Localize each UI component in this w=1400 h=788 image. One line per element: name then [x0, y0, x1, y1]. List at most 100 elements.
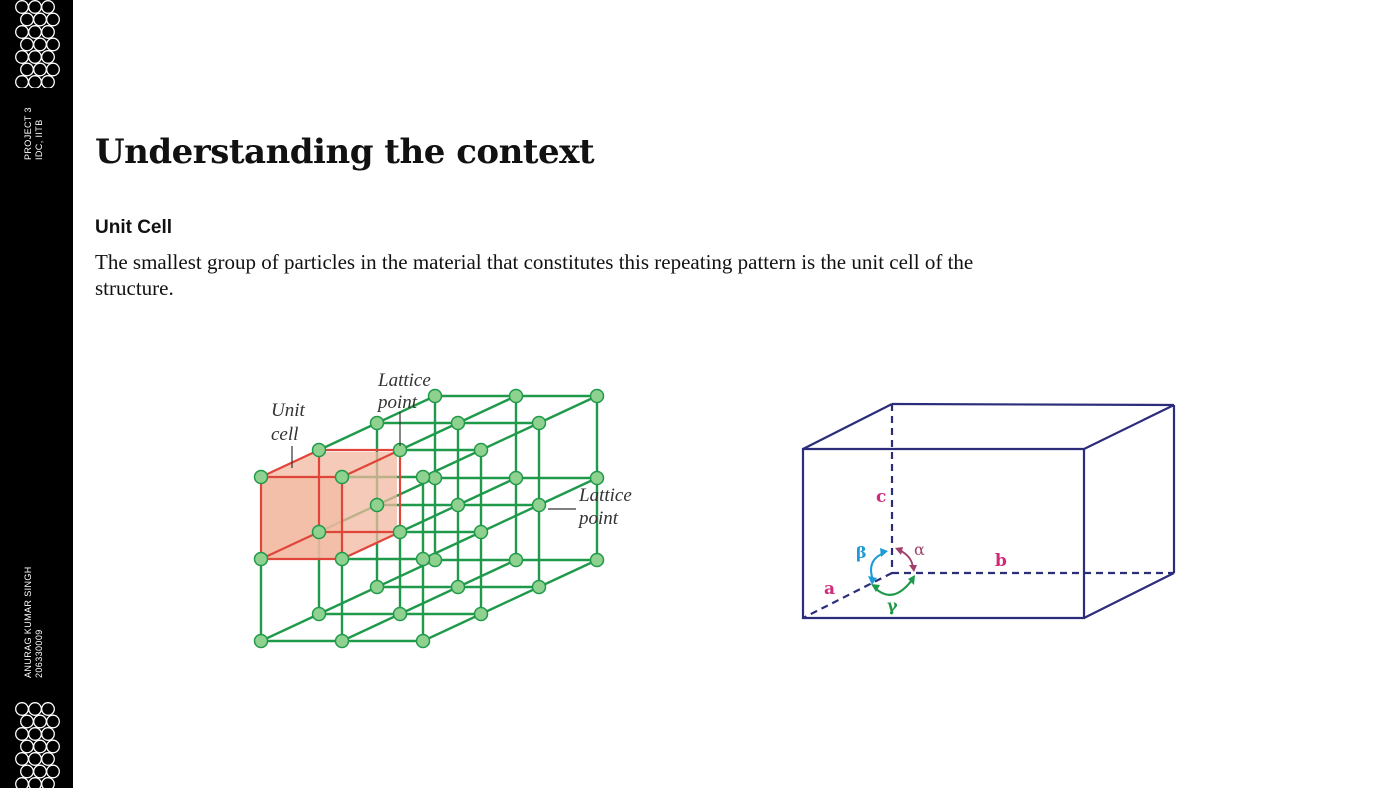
unit-cell-edge: [341, 449, 401, 478]
unit-cell-top-face: [261, 452, 397, 478]
alpha-label: α: [914, 540, 925, 559]
lattice-point: [589, 552, 605, 568]
lattice-point: [253, 551, 269, 567]
beta-label: β: [856, 543, 867, 562]
box-edge-top-left: [802, 403, 893, 450]
lattice-point: [311, 524, 327, 540]
sidebar: PROJECT 3 IDC, IITB ANURAG KUMAR SINGH 2…: [0, 0, 73, 788]
pattern-circle: [41, 25, 55, 39]
unit-cell-edge: [341, 531, 401, 560]
label-unit-cell-line1: Unit: [271, 400, 306, 421]
gamma-arrowhead-left: [871, 584, 880, 592]
lattice-point: [531, 579, 547, 595]
lattice-point: [531, 415, 547, 431]
lattice-line: [457, 476, 517, 507]
gamma-label: γ: [887, 596, 898, 615]
lattice-point: [415, 633, 431, 649]
lattice-point: [369, 415, 385, 431]
box-edge-bottom-right: [1083, 572, 1175, 619]
lattice-point: [589, 470, 605, 486]
lattice-point: [508, 388, 524, 404]
pattern-circle: [41, 727, 55, 741]
axis-label-b: b: [995, 551, 1007, 571]
pattern-circle: [46, 37, 60, 52]
lattice-point: [392, 606, 408, 622]
alpha-arrowhead-bottom: [909, 565, 917, 572]
lattice-point: [415, 469, 431, 485]
unit-cell-parameter-box: [801, 402, 1176, 620]
lattice-point: [473, 524, 489, 540]
lattice-point: [392, 524, 408, 540]
lattice-point: [473, 606, 489, 622]
lattice-line: [376, 394, 436, 425]
lattice-point: [369, 497, 385, 513]
lattice-point: [450, 579, 466, 595]
label-unit-cell-line2: cell: [271, 424, 298, 445]
lattice-line: [457, 558, 517, 589]
beta-arc: [870, 552, 885, 581]
box-edge-top-back: [891, 402, 1175, 407]
pattern-circle: [41, 0, 55, 14]
lattice-point: [508, 470, 524, 486]
lattice-line: [318, 421, 378, 452]
lattice-point: [427, 552, 443, 568]
lattice-point: [369, 579, 385, 595]
lattice-point: [311, 442, 327, 458]
pattern-circle: [46, 62, 60, 77]
alpha-arrowhead-top: [895, 547, 903, 555]
lattice-point: [589, 388, 605, 404]
label-lattice-right-line2: point: [577, 508, 619, 529]
pattern-circle: [46, 714, 60, 729]
lattice-line: [399, 503, 459, 534]
lattice-line: [480, 503, 540, 534]
axis-label-a: a: [824, 579, 835, 599]
body-paragraph: The smallest group of particles in the m…: [95, 250, 974, 300]
gamma-arc: [874, 579, 913, 596]
pattern-circle: [46, 764, 60, 779]
lattice-point: [450, 415, 466, 431]
lattice-points: [253, 388, 605, 649]
box-edge-top-right: [1083, 404, 1175, 450]
section-subtitle: Unit Cell: [95, 217, 173, 238]
lattice-line: [341, 612, 401, 643]
pattern-circle: [41, 702, 55, 716]
lattice-line: [260, 612, 320, 643]
label-lattice-top-line2: point: [376, 392, 418, 413]
lattice-point: [334, 469, 350, 485]
lattice-line: [399, 585, 459, 616]
lattice-front-layer: [259, 448, 402, 561]
lattice-point: [531, 497, 547, 513]
lattice-point: [334, 633, 350, 649]
circle-pattern-top: [15, 0, 60, 88]
pattern-circle: [46, 739, 60, 754]
label-lattice-right-line1: Lattice: [578, 485, 632, 506]
lattice-line: [538, 476, 598, 507]
lattice-point: [415, 551, 431, 567]
lattice-point: [253, 469, 269, 485]
unit-cell-edge: [260, 531, 320, 560]
lattice-line: [538, 558, 598, 589]
lattice-point: [508, 552, 524, 568]
lattice-line: [457, 394, 517, 425]
lattice-line: [480, 421, 540, 452]
beta-arrowhead-top: [880, 548, 888, 557]
pattern-circle: [41, 777, 55, 788]
lattice-point: [473, 442, 489, 458]
lattice-line: [422, 612, 482, 643]
lattice-point: [427, 470, 443, 486]
page-title: Understanding the context: [95, 132, 595, 172]
pattern-circle: [41, 752, 55, 766]
lattice-line: [399, 421, 459, 452]
pattern-circle: [41, 50, 55, 64]
gamma-arrowhead-right: [908, 575, 915, 585]
label-lattice-top-line1: Lattice: [377, 370, 431, 391]
circle-pattern-bottom: [15, 702, 60, 788]
lattice-point: [450, 497, 466, 513]
lattice-line: [538, 394, 598, 425]
lattice-point: [253, 633, 269, 649]
beta-arrowhead-bottom: [868, 576, 877, 585]
lattice-point: [311, 606, 327, 622]
lattice-point: [334, 551, 350, 567]
axis-a-hidden: [802, 572, 893, 619]
